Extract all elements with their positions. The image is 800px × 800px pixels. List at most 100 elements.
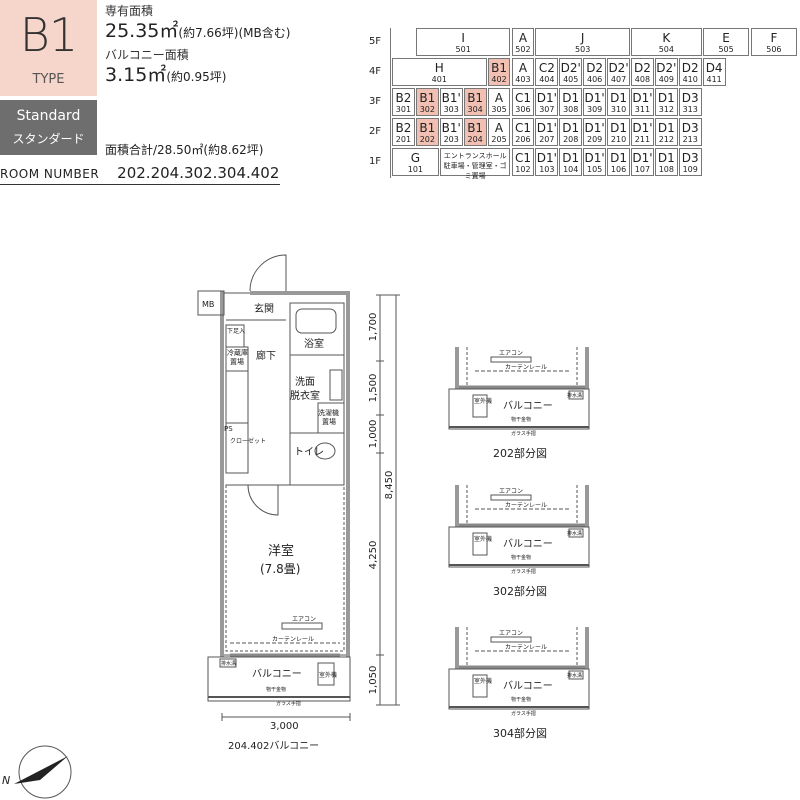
type-word: TYPE (32, 72, 65, 87)
svg-text:N: N (2, 774, 10, 787)
unit-type: C1 (514, 121, 531, 135)
unit-number: 502 (515, 45, 531, 54)
unit-type: F (770, 31, 778, 45)
rail-label: ガラス手摺 (511, 568, 536, 575)
unit-cell: D1'311 (631, 88, 654, 116)
aircon-label: エアコン (499, 350, 523, 357)
unit-type: B1' (441, 91, 461, 105)
unit-type: D1 (657, 91, 675, 105)
unit-number: 105 (586, 165, 603, 174)
unit-number: 409 (658, 75, 674, 84)
unit-number: 506 (766, 45, 782, 54)
washroom-label-2: 脱衣室 (290, 389, 320, 402)
unit-cell: D1'207 (535, 118, 559, 146)
unit-number: 404 (539, 75, 555, 84)
unit-number: 301 (395, 105, 412, 114)
unit-number: 408 (634, 75, 651, 84)
unit-number: 208 (563, 135, 579, 144)
mb-box (197, 290, 225, 316)
unit-number: 313 (682, 105, 698, 114)
unit-type: D3 (681, 121, 699, 135)
unit-type: I (461, 31, 465, 45)
unit-type: D1' (536, 151, 557, 165)
private-area-note: (約7.66坪)(MB含む) (178, 26, 291, 40)
washer-label-1: 洗濯機 (318, 408, 339, 417)
unit-number: 102 (515, 165, 531, 174)
room-number-label: ROOM NUMBER (0, 167, 100, 181)
unit-number: 505 (718, 45, 734, 54)
unit-number: 211 (634, 135, 651, 144)
outdoor-unit-label: 室外機 (474, 535, 492, 543)
unit-type: B1 (491, 61, 507, 75)
unit-cell: D1'103 (535, 148, 559, 176)
unit-type: D2 (586, 61, 604, 75)
partial-caption: 304部分図 (493, 726, 547, 740)
unit-number: 207 (539, 135, 555, 144)
fridge-label-2: 置場 (230, 357, 244, 366)
unit-number: 407 (610, 75, 627, 84)
grade-badge: Standard スタンダード (0, 100, 97, 155)
western-room (225, 484, 345, 652)
unit-cell: エントランスホール駐車場・管理室・ゴミ置場 (439, 148, 511, 180)
drying-label: 物干金物 (511, 416, 531, 423)
unit-type: D1 (562, 121, 580, 135)
corridor-label: 廊下 (256, 349, 276, 362)
unit-number: 310 (610, 105, 627, 114)
floor-label: 5F (368, 36, 382, 47)
unit-number: 405 (563, 75, 579, 84)
bathtub (295, 308, 337, 334)
unit-type: J (580, 31, 585, 45)
drain-label: 排水溝 (567, 672, 582, 679)
balcony-label: バルコニー (503, 680, 553, 692)
balcony-area-label: バルコニー面積 (105, 48, 189, 62)
unit-type: C1 (514, 151, 531, 165)
balcony-label: バルコニー (503, 538, 553, 550)
balcony-area (207, 656, 351, 702)
unit-number: 201 (395, 135, 412, 144)
shoe-label: 下足入 (227, 328, 245, 335)
rail-label: ガラス手摺 (511, 710, 536, 717)
unit-type: K (662, 31, 671, 45)
washroom-label-1: 洗面 (295, 376, 315, 388)
unit-type: C2 (538, 61, 555, 75)
unit-cell: D1'105 (583, 148, 607, 176)
unit-number: 107 (634, 165, 651, 174)
unit-text: 駐車場・管理室・ゴミ置場 (443, 162, 507, 180)
unit-cell: D1'107 (631, 148, 654, 176)
unit-cell: D2'405 (559, 58, 583, 86)
unit-text: エントランスホール (443, 152, 507, 160)
outdoor-unit-label: 室外機 (319, 671, 337, 679)
unit-number: 103 (539, 165, 555, 174)
washer-label-2: 置場 (322, 417, 336, 426)
unit-type: A (494, 91, 504, 105)
private-area-label: 専有面積 (105, 4, 154, 18)
toilet-bowl (314, 442, 336, 460)
unit-number: 210 (610, 135, 627, 144)
dim-width: 3,000 (270, 721, 299, 732)
outdoor-unit-label: 室外機 (474, 397, 492, 405)
unit-type: A (494, 121, 504, 135)
balcony-area: 3.15㎡(約0.95坪) (105, 60, 226, 87)
unit-number: 203 (443, 135, 459, 144)
aircon-label: エアコン (499, 488, 523, 495)
right-wall (346, 291, 350, 657)
unit-number: 501 (455, 45, 471, 54)
unit-type: D1' (632, 121, 653, 135)
unit-type: D1' (536, 121, 557, 135)
unit-number: 106 (610, 165, 627, 174)
total-area: 面積合計/28.50㎡(約8.62坪) (105, 143, 264, 157)
